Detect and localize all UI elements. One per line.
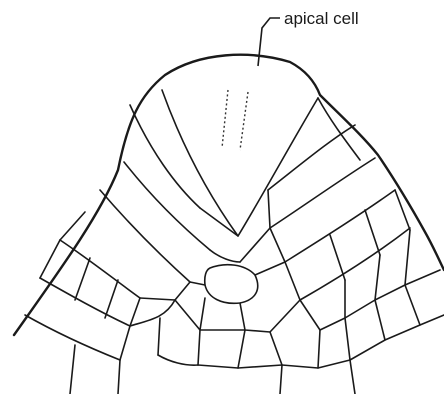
segment-wall [280,365,282,394]
segment-wall [345,318,350,360]
apical-cell-wall [162,90,318,236]
segment-wall [158,318,160,355]
segment-wall [270,158,375,228]
segment-wall [300,300,345,330]
segment-wall [130,300,175,326]
segment-wall [270,332,282,365]
segment-wall [200,208,238,236]
apex-outline [14,55,444,335]
segment-wall [198,330,200,365]
segment-wall [100,190,190,282]
segment-wall [300,228,410,300]
segment-wall [75,258,90,300]
central-cell [205,265,258,304]
segment-wall [375,255,405,300]
segment-wall [175,300,200,330]
segment-wall [130,298,140,326]
segment-wall [105,280,118,318]
segment-wall [318,330,320,368]
segment-wall [238,315,444,368]
segment-wall [198,365,238,368]
segment-wall [70,345,75,394]
segment-wall [395,190,410,230]
segment-wall [60,240,140,298]
segment-wall [120,326,130,360]
central-cell [240,300,300,332]
segment-wall [268,190,285,262]
segment-wall [140,298,175,300]
central-cell [175,282,205,300]
apical-cell-marking-right [240,92,248,150]
apical-cell-label: apical cell [284,9,359,28]
apical-cell-marking-left [222,90,228,148]
central-cell [255,262,300,300]
segment-wall [25,315,120,360]
segment-wall [240,228,270,262]
segment-wall [210,250,240,262]
segment-wall [375,300,385,340]
segment-wall [365,210,380,255]
segment-wall [350,360,355,394]
segment-wall [158,355,198,365]
segment-wall [405,230,440,285]
segment-wall [405,285,420,325]
segment-wall [345,280,375,318]
segment-wall [238,330,245,368]
segment-wall [118,360,120,394]
segment-wall [330,235,345,280]
